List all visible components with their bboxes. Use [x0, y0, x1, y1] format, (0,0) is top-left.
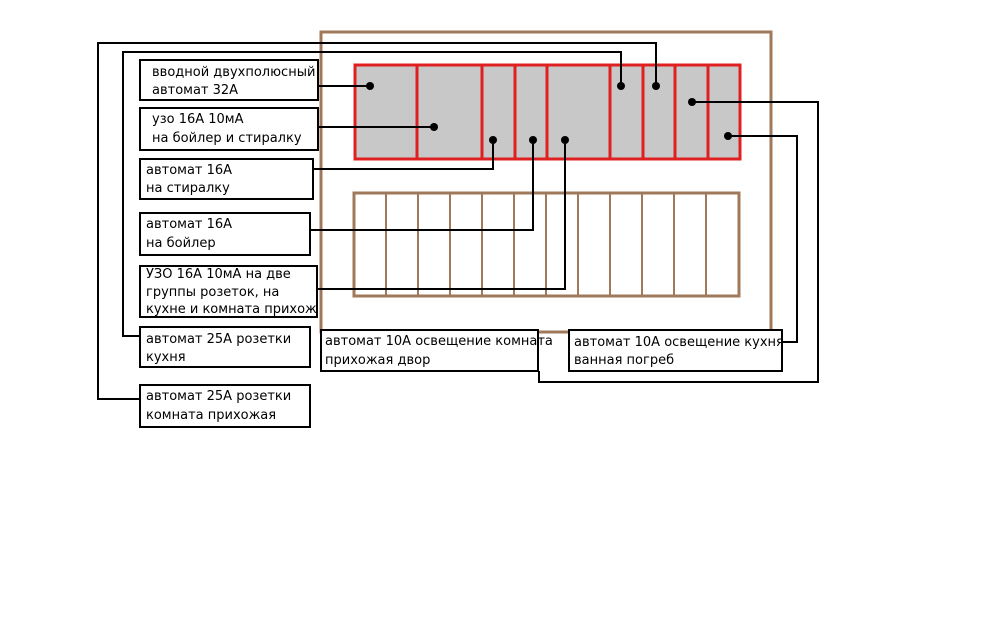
leader-breaker-light-room: [538, 101, 819, 383]
label-breaker-light-room: автомат 10А освещение комната прихожая д…: [325, 334, 557, 368]
leader-breaker-washer: [313, 140, 494, 170]
label-main-breaker: вводной двухполюсный автомат 32А: [152, 65, 320, 98]
label-breaker-sockets-room: автомат 25А розетки комната прихожая: [146, 389, 295, 423]
leader-breaker-sockets-room: [97, 42, 657, 400]
label-breaker-boiler: автомат 16А на бойлер: [146, 217, 236, 251]
module-breaker-sockets-kitchen: [641, 63, 677, 161]
leader-breaker-boiler: [310, 140, 534, 231]
bottom-din-rail: [352, 191, 741, 298]
leader-rcd-sockets: [317, 140, 566, 290]
module-main-breaker: [353, 63, 419, 161]
module-breaker-light-room: [673, 63, 710, 161]
module-rcd-boiler-washer: [415, 63, 484, 161]
leader-lines: [97, 42, 819, 400]
leader-breaker-sockets-kitchen: [122, 51, 622, 337]
top-din-rail: [353, 63, 742, 161]
leader-breaker-light-kitchen: [728, 135, 798, 343]
label-rcd-sockets: УЗО 16А 10мА на две группы розеток, на к…: [146, 267, 317, 317]
module-breaker-sockets-room: [608, 63, 645, 161]
connection-dots: [366, 82, 732, 144]
label-boxes: [139, 59, 783, 428]
module-breaker-light-kitchen: [706, 63, 742, 161]
module-breaker-washer: [480, 63, 517, 161]
cabinet-enclosure: [319, 30, 773, 334]
module-breaker-boiler: [513, 63, 549, 161]
label-breaker-light-kitchen: автомат 10А освещение кухня ванная погре…: [574, 335, 788, 368]
label-rcd-boiler-washer: узо 16А 10мА на бойлер и стиралку: [152, 112, 302, 146]
module-rcd-sockets: [545, 63, 612, 161]
label-breaker-sockets-kitchen: автомат 25А розетки кухня: [146, 332, 295, 365]
label-breaker-washer: автомат 16А на стиралку: [146, 163, 236, 196]
